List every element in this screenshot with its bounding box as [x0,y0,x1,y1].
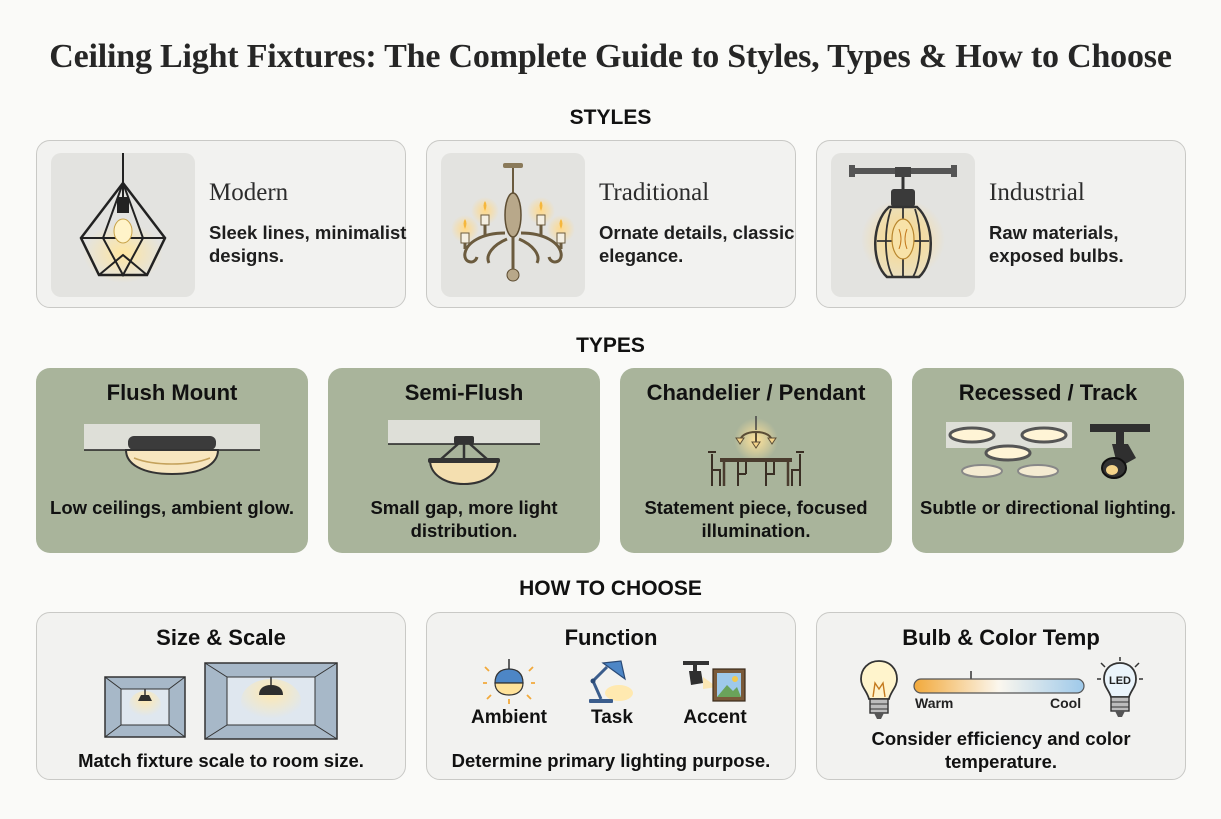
task-lamp-icon [589,660,633,703]
accent-light-icon [683,661,746,702]
type-title-chandelier-pendant: Chandelier / Pendant [646,380,866,405]
choose-title-bulb-color-temp: Bulb & Color Temp [902,625,1100,650]
color-temperature-bar [913,671,1085,694]
style-desc-traditional: Ornate details, classic elegance. [599,222,795,266]
style-desc-modern: Sleek lines, minimalist designs. [209,222,407,266]
recessed-track-icon [946,422,1150,479]
choose-title-function: Function [564,625,658,650]
section-heading-types: TYPES [576,334,645,357]
chandelier-dining-icon [708,416,804,486]
flush-mount-icon [84,424,260,476]
chandelier-icon [451,163,575,282]
thumb-traditional [441,153,585,297]
function-label-task: Task [591,707,633,728]
semi-flush-icon [388,420,540,486]
choose-card-function: Function Ambient Task Accent Determine p… [426,612,796,780]
type-title-semi-flush: Semi-Flush [404,380,524,405]
ambient-light-icon [483,659,535,704]
choose-desc-size-scale: Match fixture scale to room size. [78,750,364,771]
style-desc-industrial: Raw materials, exposed bulbs. [989,222,1124,266]
incandescent-bulb-icon [860,660,898,719]
choose-card-bulb-color-temp: Bulb & Color Temp Warm Cool LED Consider… [816,612,1186,780]
choose-desc-bulb-color-temp: Consider efficiency and color temperatur… [871,728,1131,772]
temp-label-cool: Cool [1050,695,1082,711]
function-label-accent: Accent [683,707,747,728]
cage-pendant-icon [849,165,957,279]
thumb-modern [51,153,195,297]
thumb-industrial [831,153,975,297]
section-heading-styles: STYLES [569,106,652,129]
geometric-pendant-icon [79,153,167,283]
choose-title-size-scale: Size & Scale [156,625,286,650]
type-title-recessed-track: Recessed / Track [958,380,1138,405]
style-title-modern: Modern [209,179,289,206]
type-desc-flush-mount: Low ceilings, ambient glow. [50,497,294,518]
temp-label-warm: Warm [915,695,954,711]
style-title-traditional: Traditional [599,179,710,206]
room-scale-icon [104,662,338,740]
type-card-chandelier-pendant: Chandelier / Pendant Statement piece, fo… [620,368,892,553]
type-card-semi-flush: Semi-Flush Small gap, more light distrib… [328,368,600,553]
page-title: Ceiling Light Fixtures: The Complete Gui… [49,38,1172,75]
style-title-industrial: Industrial [989,179,1085,206]
style-card-modern: Modern Sleek lines, minimalist designs. [36,140,406,308]
choose-desc-function: Determine primary lighting purpose. [451,750,771,771]
type-title-flush-mount: Flush Mount [106,380,238,405]
type-desc-recessed-track: Subtle or directional lighting. [920,497,1176,518]
style-card-traditional: Traditional Ornate details, classic eleg… [426,140,796,308]
type-card-flush-mount: Flush Mount Low ceilings, ambient glow. [36,368,308,553]
type-card-recessed-track: Recessed / Track Subtle or directional l… [912,368,1184,553]
type-desc-chandelier-pendant: Statement piece, focused illumination. [644,497,868,541]
section-heading-how-to-choose: HOW TO CHOOSE [519,577,702,600]
led-label: LED [1109,675,1131,687]
style-card-industrial: Industrial Raw materials, exposed bulbs. [816,140,1186,308]
type-desc-semi-flush: Small gap, more light distribution. [370,497,558,541]
led-bulb-icon: LED [1097,657,1143,717]
choose-card-size-scale: Size & Scale Match fixture scale to room… [36,612,406,780]
function-label-ambient: Ambient [471,707,547,728]
